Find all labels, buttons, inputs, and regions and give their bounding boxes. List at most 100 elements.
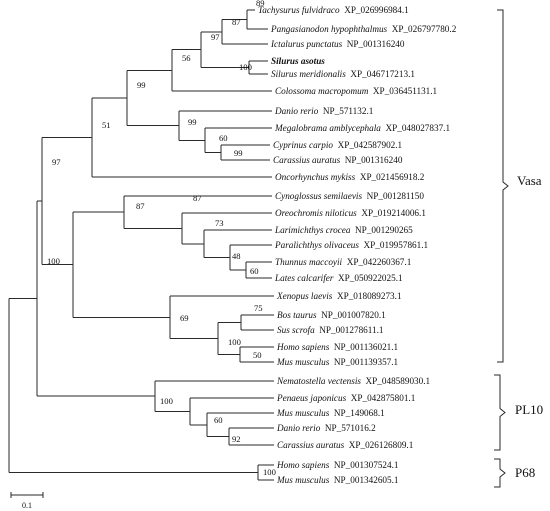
accession-number: XP_036451131.1 [368, 86, 437, 96]
accession-number: XP_042587902.1 [333, 140, 403, 150]
species-name: Paralichthys olivaceus [274, 240, 359, 250]
tip-label: Megalobrama amblycephala XP_048027837.1 [274, 123, 450, 133]
tip-label: Silurus meridionalis XP_046717213.1 [271, 69, 415, 79]
bootstrap-value: 87 [193, 193, 202, 203]
accession-number: NP_001136021.1 [329, 342, 398, 352]
bootstrap-value: 73 [215, 218, 224, 228]
tip-label: Sus scrofa NP_001278611.1 [277, 325, 384, 335]
group-label-vasa: Vasa [517, 173, 542, 188]
accession-number: XP_018089273.1 [332, 291, 402, 301]
tip-label: Larimichthys crocea NP_001290265 [274, 225, 413, 235]
accession-number: NP_571132.1 [318, 106, 373, 116]
bootstrap-value: 99 [188, 117, 197, 127]
bootstrap-value: 100 [160, 396, 173, 406]
species-name: Danio rerio [276, 423, 321, 433]
tip-label: Mus musculus NP_001139357.1 [276, 357, 399, 367]
bootstrap-value: 50 [253, 350, 262, 360]
species-name: Cynoglossus semilaevis [275, 191, 362, 201]
group-label-p68: P68 [515, 465, 535, 480]
bootstrap-value: 60 [250, 266, 259, 276]
tip-labels: Tachysurus fulvidraco XP_026996984.1Pang… [258, 5, 457, 485]
bootstrap-value: 60 [214, 415, 223, 425]
species-name: Colossoma macropomum [275, 86, 369, 96]
group-bracket-pl10 [494, 374, 506, 451]
scale-bar-label: 0.1 [22, 501, 32, 510]
tip-label: Mus musculus NP_001342605.1 [276, 475, 399, 485]
tip-label: Bos taurus NP_001007820.1 [277, 310, 386, 320]
tip-label: Nematostella vectensis XP_048589030.1 [276, 376, 431, 386]
accession-number: NP_001278611.1 [315, 325, 384, 335]
species-name: Mus musculus [276, 475, 330, 485]
species-name: Thunnus maccoyii [275, 257, 343, 267]
species-name: Tachysurus fulvidraco [258, 5, 340, 15]
tip-label: Mus musculus NP_149068.1 [276, 408, 385, 418]
species-name: Homo sapiens [276, 342, 330, 352]
accession-number: XP_026126809.1 [344, 440, 414, 450]
accession-number: XP_050922025.1 [333, 273, 403, 283]
tip-label: Cyprinus carpio XP_042587902.1 [273, 140, 403, 150]
accession-number: XP_021456918.2 [355, 172, 425, 182]
accession-number: XP_026996984.1 [340, 5, 410, 15]
species-name: Ictalurus punctatus [270, 39, 343, 49]
bootstrap-value: 99 [234, 148, 243, 158]
bootstrap-value: 75 [254, 303, 263, 313]
bootstrap-value: 87 [136, 201, 145, 211]
tree-branches [8, 9, 274, 481]
species-name: Homo sapiens [276, 460, 330, 470]
accession-number: XP_042875801.1 [346, 393, 416, 403]
species-name: Mus musculus [276, 357, 330, 367]
species-name: Cyprinus carpio [273, 140, 333, 150]
species-name: Pangasianodon hypophthalmus [270, 24, 388, 34]
species-name: Carassius auratus [277, 440, 345, 450]
bootstrap-value: 69 [180, 313, 189, 323]
bootstrap-value: 89 [256, 0, 265, 8]
tip-label: Penaeus japonicus XP_042875801.1 [276, 393, 416, 403]
accession-number: NP_149068.1 [329, 408, 385, 418]
species-name: Silurus meridionalis [271, 69, 346, 79]
species-name: Xenopus laevis [276, 291, 333, 301]
species-name: Oncorhynchus mykiss [275, 172, 356, 182]
accession-number: NP_001316240 [342, 39, 405, 49]
bootstrap-value: 99 [137, 80, 146, 90]
tip-label: Cynoglossus semilaevis NP_001281150 [275, 191, 424, 201]
species-name: Oreochromis niloticus [275, 208, 357, 218]
species-name: Nematostella vectensis [276, 376, 361, 386]
tip-label: Homo sapiens NP_001307524.1 [276, 460, 399, 470]
tip-label: Oncorhynchus mykiss XP_021456918.2 [275, 172, 425, 182]
tip-label: Homo sapiens NP_001136021.1 [276, 342, 399, 352]
tip-label: Thunnus maccoyii XP_042260367.1 [275, 257, 412, 267]
accession-number: XP_046717213.1 [346, 69, 416, 79]
group-bracket-p68 [494, 458, 506, 488]
accession-number: NP_001316240 [340, 155, 403, 165]
bootstrap-value: 87 [232, 17, 241, 27]
tip-label: Carassius auratus XP_026126809.1 [277, 440, 414, 450]
scale-bar: 0.1 [10, 492, 44, 510]
accession-number: NP_001342605.1 [329, 475, 399, 485]
accession-number: XP_019957861.1 [359, 240, 429, 250]
bootstrap-value: 92 [232, 434, 241, 444]
species-name: Megalobrama amblycephala [274, 123, 381, 133]
bootstrap-value: 97 [52, 157, 61, 167]
species-name: Sus scrofa [277, 325, 315, 335]
species-name: Penaeus japonicus [276, 393, 347, 403]
bootstrap-value: 100 [263, 467, 276, 477]
bootstrap-value: 60 [219, 133, 228, 143]
species-name: Danio rerio [274, 106, 319, 116]
accession-number: XP_048027837.1 [381, 123, 451, 133]
group-bracket-vasa [497, 9, 509, 363]
bootstrap-value: 48 [232, 251, 241, 261]
bootstrap-value: 56 [182, 53, 191, 63]
tip-label: Lates calcarifer XP_050922025.1 [274, 273, 403, 283]
accession-number: NP_001281150 [362, 191, 424, 201]
accession-number: XP_019214006.1 [357, 208, 427, 218]
species-name: Lates calcarifer [274, 273, 334, 283]
accession-number: NP_001290265 [350, 225, 413, 235]
tip-label: Danio rerio NP_571016.2 [276, 423, 376, 433]
species-name: Mus musculus [276, 408, 330, 418]
group-label-pl10: PL10 [515, 402, 543, 417]
tip-label: Oreochromis niloticus XP_019214006.1 [275, 208, 426, 218]
bootstrap-value: 97 [211, 32, 220, 42]
species-name: Carassius auratus [273, 155, 341, 165]
